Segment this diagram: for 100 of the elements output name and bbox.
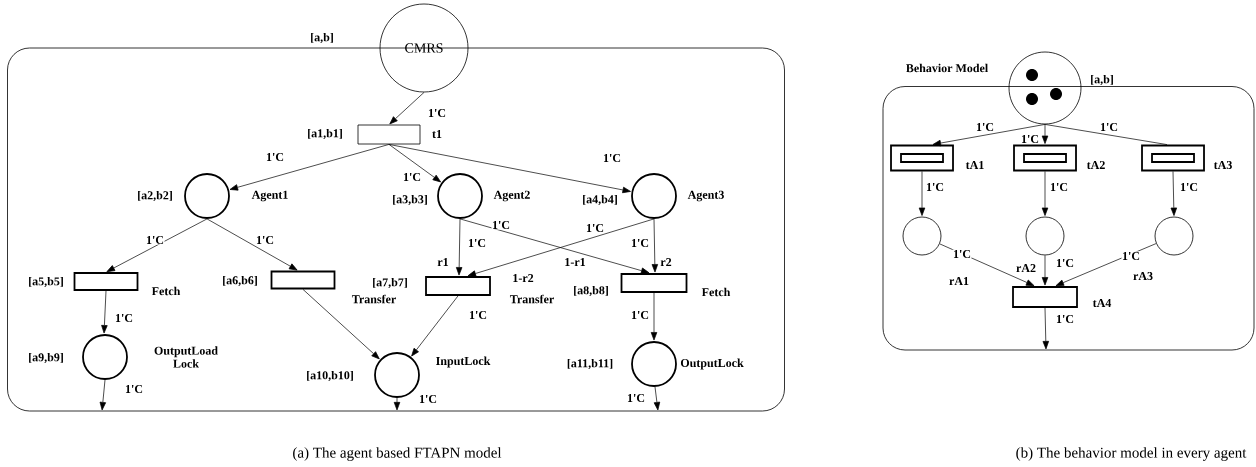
place-circle — [437, 173, 483, 219]
node-label: tA2 — [1086, 160, 1105, 170]
edge-label: 1'C — [1055, 258, 1075, 268]
transition-bar — [890, 144, 954, 172]
edge-label: 1'C — [1055, 314, 1075, 324]
node-label: [a11,b11] — [567, 358, 613, 370]
edge-label: 1'C — [255, 235, 275, 245]
node-label: Fetch — [151, 286, 181, 296]
node-label: Transfer — [510, 294, 554, 304]
node-label: tA3 — [1213, 160, 1232, 170]
arrow — [229, 144, 390, 191]
arrow — [411, 295, 459, 357]
arrow — [651, 218, 659, 273]
edge-label: 1'C — [602, 153, 622, 163]
node-label: [a1,b1] — [308, 128, 342, 140]
node-label: [a2,b2] — [138, 190, 172, 202]
node-label: [a6,b6] — [223, 275, 257, 287]
arrow — [455, 218, 463, 276]
node-label: Behavior Model — [906, 63, 988, 73]
place-circle — [1154, 216, 1194, 256]
node-label: tA4 — [1092, 299, 1112, 307]
arrow — [99, 379, 106, 411]
edge-label: 1'C — [630, 310, 650, 320]
arrow — [939, 243, 1035, 287]
arrow — [101, 290, 108, 334]
edge-label: 1'C — [1049, 182, 1069, 192]
node-label: [a7,b7] — [373, 277, 407, 289]
node-label: OutputLoad Lock — [154, 346, 218, 368]
node-label: Fetch — [701, 287, 731, 297]
place-circle — [184, 173, 230, 219]
arc-weight: 1-r1 — [565, 258, 586, 266]
node-label: [a,b] — [311, 32, 333, 44]
panel-frame — [882, 86, 1255, 351]
node-label: [a3,b3] — [393, 194, 427, 206]
arrow — [650, 292, 658, 341]
place-circle — [1025, 216, 1065, 256]
transition-bar — [357, 124, 421, 145]
transition-bar — [73, 272, 139, 291]
arc-weight: r1 — [437, 258, 449, 266]
node-label: Agent2 — [493, 190, 530, 202]
arrow — [1055, 243, 1157, 287]
arrow — [393, 397, 401, 411]
node-label: [a8,b8] — [574, 285, 608, 297]
node-label: tA1 — [965, 161, 984, 169]
place-circle — [902, 216, 942, 256]
edge-label: 1'C — [467, 238, 487, 248]
arc-weight: r2 — [660, 258, 672, 266]
transition-bar — [620, 273, 688, 293]
caption: (b) The behavior model in every agent — [1016, 447, 1247, 461]
arc-weight: rA1 — [949, 277, 969, 285]
node-label: InputLock — [436, 356, 491, 368]
edge-label: 1'C — [1179, 182, 1199, 192]
arrow — [388, 144, 441, 183]
node-label: Agent3 — [687, 190, 724, 202]
edge-label: 1'C — [418, 394, 438, 404]
node-label: [a10,b10] — [307, 370, 353, 382]
node-label: OutputLock — [680, 358, 744, 370]
node-label: Agent1 — [251, 190, 288, 202]
arrow — [106, 218, 208, 272]
edge-label: 1'C — [114, 313, 134, 323]
arc-weight: 1-r2 — [513, 274, 534, 282]
node-label: [a9,b9] — [29, 352, 63, 364]
place-circle — [374, 352, 420, 398]
arrow — [932, 124, 1046, 147]
edge-label: 1'C — [145, 235, 165, 245]
edge-label: 1'C — [925, 182, 945, 192]
edge-label: 1'C — [975, 122, 995, 132]
marked-place — [1008, 51, 1082, 125]
edge-label: 1'C — [1121, 251, 1141, 261]
edge-label: 1'C — [124, 384, 144, 394]
arrow — [1041, 171, 1049, 216]
node-label: [a,b] — [1091, 74, 1113, 86]
arrow — [1041, 124, 1049, 144]
transition-bar — [425, 276, 491, 296]
edge-label: 1'C — [585, 223, 605, 233]
edge-label: 1'C — [427, 108, 447, 118]
transition-bar — [1013, 144, 1077, 172]
caption: (a) The agent based FTAPN model — [293, 447, 502, 461]
arc-weight: rA2 — [1016, 264, 1036, 272]
edge-label: 1'C — [952, 249, 972, 259]
edge-label: 1'C — [402, 172, 422, 182]
arrow — [1170, 171, 1177, 216]
arrow — [388, 144, 631, 194]
edge-label: 1'C — [626, 393, 646, 403]
arrow — [653, 386, 661, 411]
node-label: Transfer — [352, 294, 396, 304]
transition-bar — [1141, 144, 1205, 172]
arrow — [206, 218, 298, 271]
arrow — [302, 289, 380, 360]
place-circle — [631, 341, 677, 387]
node-label: [a5,b5] — [29, 276, 63, 288]
arrow — [1041, 255, 1049, 286]
edge-label: 1'C — [265, 152, 285, 162]
edge-label: 1'C — [1099, 122, 1119, 132]
arrow — [389, 92, 425, 125]
transition-bar — [1012, 286, 1078, 308]
transition-bar — [270, 270, 336, 290]
node-label: t1 — [432, 130, 442, 138]
edge-label: 1'C — [630, 238, 650, 248]
node-label: [a4,b4] — [583, 194, 617, 206]
